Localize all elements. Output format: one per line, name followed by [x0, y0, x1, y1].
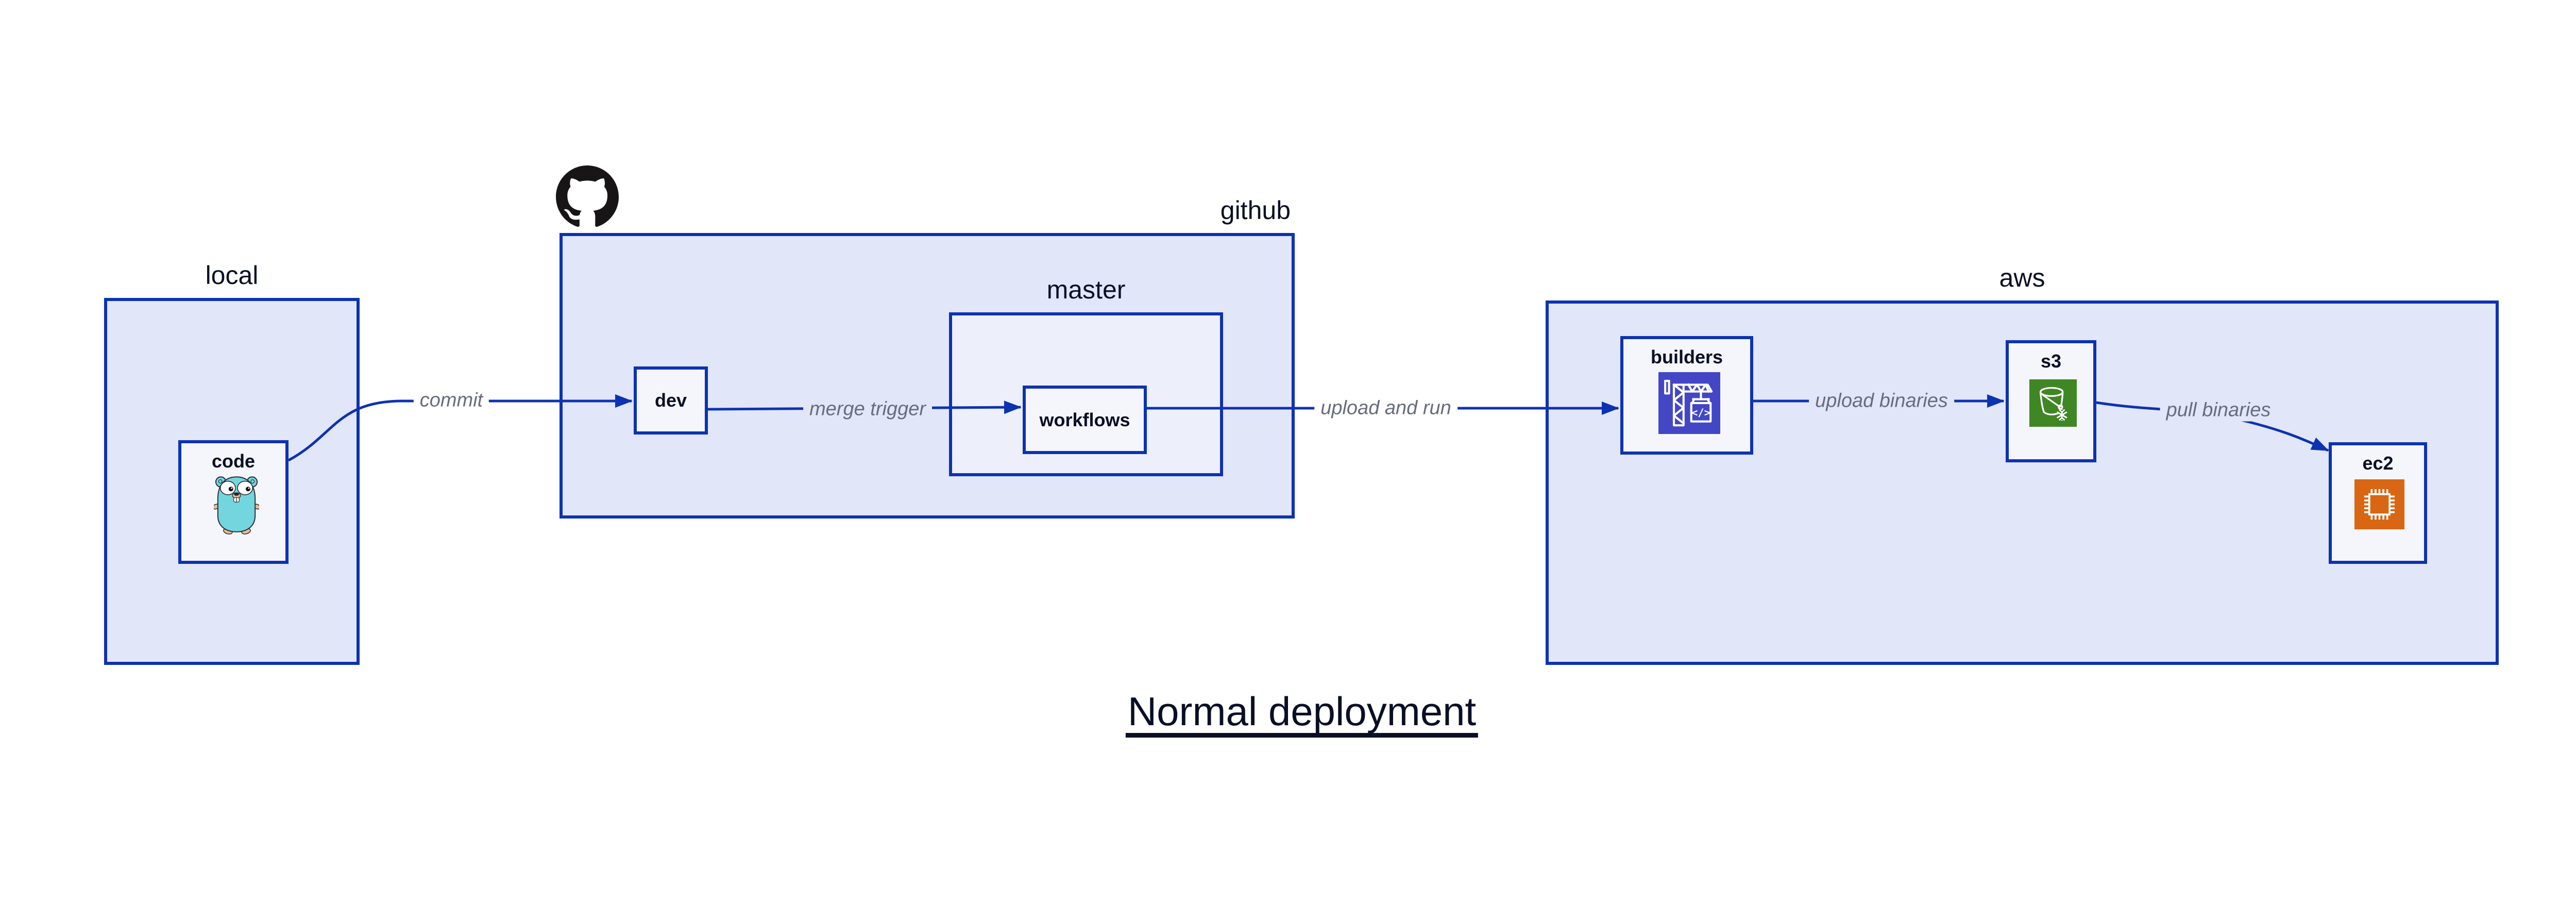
node-ec2: ec2: [2329, 442, 2427, 564]
github-logo-icon: [556, 165, 619, 227]
crane-build-icon: </>: [1658, 372, 1720, 434]
node-builders-label: builders: [1650, 346, 1723, 368]
node-ec2-label: ec2: [2362, 453, 2394, 474]
diagram-title: Normal deployment: [1125, 691, 1479, 738]
node-dev-label: dev: [654, 390, 687, 411]
edge-label-upload-and-run: upload and run: [1314, 397, 1458, 420]
container-github-label: github: [1220, 196, 1291, 225]
node-workflows-label: workflows: [1039, 409, 1130, 430]
s3-bucket-icon: [2029, 379, 2077, 427]
container-local-label: local: [205, 261, 259, 290]
edge-label-upload-binaries: upload binaries: [1809, 390, 1954, 412]
edge-label-merge-trigger: merge trigger: [803, 398, 932, 421]
container-aws-label: aws: [1999, 263, 2045, 292]
container-master-label: master: [1046, 275, 1126, 304]
svg-text:</>: </>: [1691, 406, 1710, 419]
node-s3-label: s3: [2040, 350, 2062, 372]
node-dev: dev: [634, 366, 708, 435]
node-code: code: [178, 440, 289, 564]
ec2-chip-icon: [2354, 479, 2404, 529]
edge-label-pull-binaries: pull binaries: [2160, 399, 2277, 422]
go-gopher-icon: [214, 476, 259, 534]
edge-label-commit: commit: [413, 389, 489, 412]
node-builders: builders </>: [1620, 336, 1753, 455]
node-code-label: code: [211, 450, 256, 472]
node-s3: s3: [2006, 340, 2096, 462]
node-workflows: workflows: [1023, 386, 1147, 454]
